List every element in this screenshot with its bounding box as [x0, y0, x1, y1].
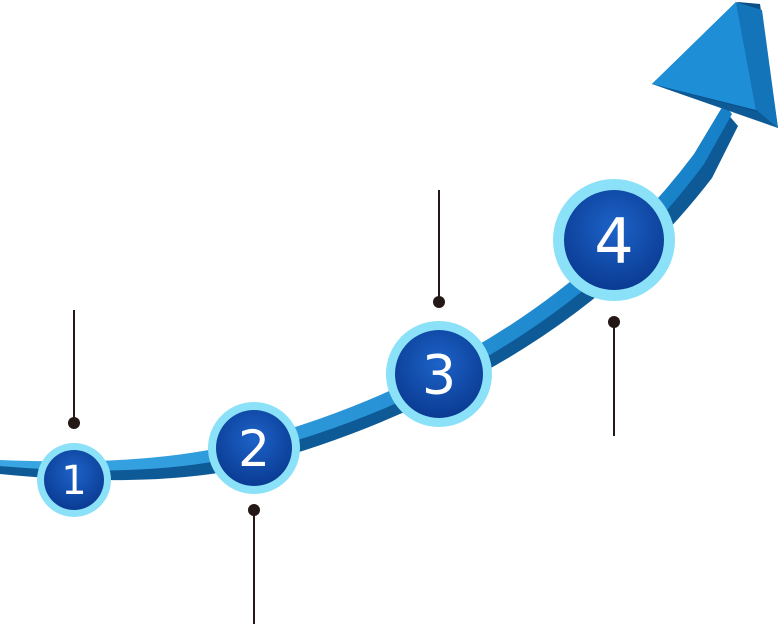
step-label-3: 3 — [422, 344, 456, 407]
step-circle-2: 2 — [208, 402, 300, 494]
arrow-head — [652, 2, 778, 128]
step-circle-4: 4 — [553, 179, 675, 301]
step-label-2: 2 — [238, 420, 270, 478]
step-label-1: 1 — [61, 458, 86, 504]
connector-2 — [248, 504, 260, 624]
connector-4 — [608, 316, 620, 436]
connector-1 — [68, 310, 80, 429]
step-circle-3: 3 — [386, 321, 492, 427]
connector-3 — [433, 190, 445, 308]
step-label-4: 4 — [594, 205, 633, 278]
step-circle-1: 1 — [37, 443, 111, 517]
